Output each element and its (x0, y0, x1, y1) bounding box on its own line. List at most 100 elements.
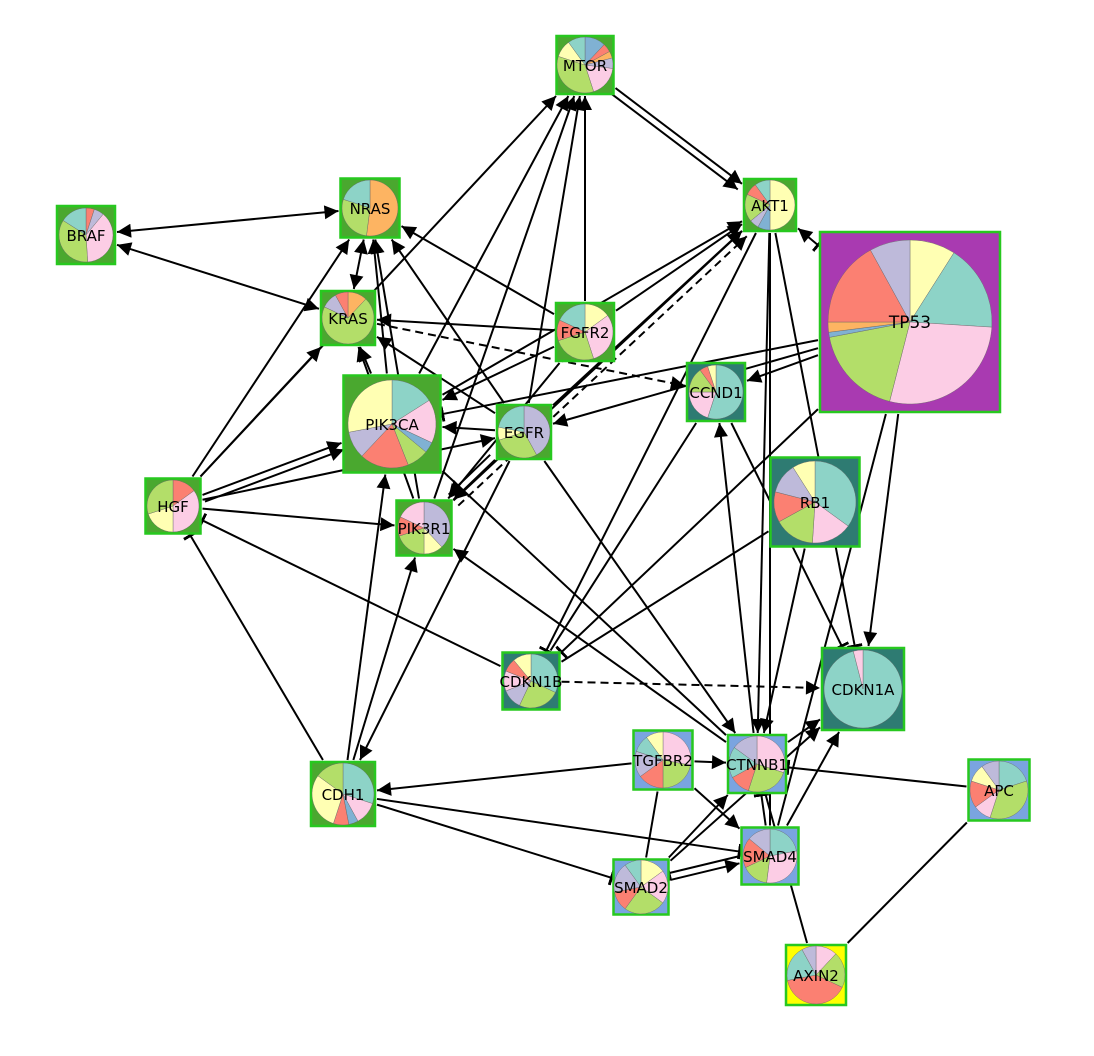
edge-pik3ca-mtor (418, 95, 570, 374)
node-ccnd1[interactable]: CCND1 (685, 361, 747, 423)
node-rb1[interactable]: RB1 (769, 456, 861, 548)
edge-tp53-pik3ca (439, 339, 819, 422)
edge-cdkn1b-hgf (197, 513, 501, 667)
pie-slice (707, 364, 744, 420)
node-pik3ca[interactable]: PIK3CA (342, 374, 442, 474)
node-label: EGFR (504, 424, 544, 442)
pie-slice (530, 653, 559, 693)
pie-slice (792, 460, 816, 503)
pie-slice (815, 953, 846, 988)
edge-akt1-tp53 (797, 227, 824, 252)
pie-slice (624, 886, 664, 915)
pie-slice (341, 199, 371, 237)
pie-slice (342, 762, 375, 804)
node-label: APC (984, 782, 1014, 800)
edge-smad2-smad4 (670, 859, 740, 881)
node-mtor[interactable]: MTOR (555, 34, 615, 96)
pie-slice (989, 780, 1029, 820)
edge-ccnd1-cdkn1b (549, 422, 697, 652)
node-cdkn1b[interactable]: CDKN1B (500, 651, 563, 711)
node-label: PIK3R1 (398, 520, 451, 538)
node-cdh1[interactable]: CDH1 (309, 760, 377, 828)
pie-slice (870, 239, 911, 323)
pie-slice (662, 731, 692, 766)
edge-tp53-ccnd1 (746, 354, 819, 383)
edge-cdh1-smad2 (376, 803, 616, 886)
edge-rb1-ctnnb1 (760, 548, 806, 734)
node-ctnnb1[interactable]: CTNNB1 (726, 733, 788, 795)
edge-tgfbr2-smad2 (645, 791, 659, 858)
edge-tp53-cdkn1b (555, 408, 819, 659)
node-fgfr2[interactable]: FGFR2 (554, 301, 616, 363)
pie-slice (646, 731, 664, 761)
pie-slice (909, 252, 993, 328)
edge-pik3r1-mtor (433, 95, 577, 499)
edge-cdh1-pik3r1 (352, 557, 418, 761)
node-label: HGF (157, 498, 189, 516)
pie-slice (662, 759, 691, 789)
pie-slice (400, 501, 425, 529)
pie-slice (755, 179, 771, 206)
node-label: NRAS (350, 200, 391, 218)
node-label: CCND1 (689, 384, 742, 402)
node-akt1[interactable]: AKT1 (742, 177, 798, 233)
pie-slice (172, 490, 200, 533)
pie-slice (766, 850, 798, 884)
pie-slice (343, 179, 371, 209)
edge-egfr-pik3r1 (447, 454, 491, 496)
node-nras[interactable]: NRAS (339, 177, 401, 239)
edge-braf-nras (116, 205, 339, 238)
pie-slice (801, 945, 817, 976)
node-label: CTNNB1 (726, 756, 788, 774)
pie-slice (499, 431, 537, 459)
edge-apc-ctnnb1 (785, 759, 967, 788)
node-pik3r1[interactable]: PIK3R1 (395, 499, 453, 557)
edge-ctnnb1-pik3r1 (452, 548, 727, 743)
node-smad4[interactable]: SMAD4 (740, 826, 800, 886)
edge-pik3r1-akt1 (457, 235, 748, 507)
edge-rb1-cdkn1b (560, 530, 770, 663)
pie-slice (523, 405, 551, 456)
pie-slice (786, 949, 817, 981)
edge-fgfr2-kras (376, 313, 555, 332)
node-tgfbr2[interactable]: TGFBR2 (632, 729, 694, 791)
edge-egfr-pik3ca (442, 420, 496, 435)
edge-pik3ca-nras (367, 239, 388, 374)
pie-slice (568, 36, 586, 66)
edge-tgfbr2-ctnnb1 (694, 755, 727, 770)
edge-egfr-mtor (527, 95, 585, 404)
pie-slice (58, 220, 88, 263)
node-tp53[interactable]: TP53 (818, 230, 1002, 414)
node-smad2[interactable]: SMAD2 (612, 858, 670, 916)
edge-mtor-akt1 (614, 87, 743, 185)
node-label: CDH1 (322, 786, 365, 804)
node-braf[interactable]: BRAF (55, 204, 117, 266)
pie-slice (423, 501, 451, 548)
pie-slice (748, 828, 771, 857)
pie-slice (335, 291, 349, 319)
node-egfr[interactable]: EGFR (495, 403, 553, 461)
edge-hgf-pik3ca (202, 441, 342, 496)
edge-hgf-nras (191, 238, 351, 478)
node-cdkn1a[interactable]: CDKN1A (820, 646, 906, 732)
node-kras[interactable]: KRAS (319, 289, 377, 347)
pie-slice (317, 762, 344, 795)
edge-cdh1-pik3ca (346, 474, 391, 761)
pie-slice (853, 649, 864, 690)
pie-slice (361, 423, 409, 469)
node-label: TGFBR2 (632, 752, 693, 770)
pie-slice (981, 760, 1000, 791)
node-label: CDKN1A (832, 681, 896, 699)
node-axin2[interactable]: AXIN2 (784, 943, 848, 1007)
node-hgf[interactable]: HGF (144, 477, 202, 535)
pie-slice (998, 760, 1027, 791)
node-label: RB1 (800, 494, 830, 512)
edge-mtor-akt1 (610, 92, 739, 191)
node-apc[interactable]: APC (967, 758, 1031, 822)
pie-slice (734, 735, 758, 765)
pie-slice (556, 56, 594, 94)
pie-slice (311, 775, 344, 824)
edge-kras-nras (349, 239, 368, 290)
